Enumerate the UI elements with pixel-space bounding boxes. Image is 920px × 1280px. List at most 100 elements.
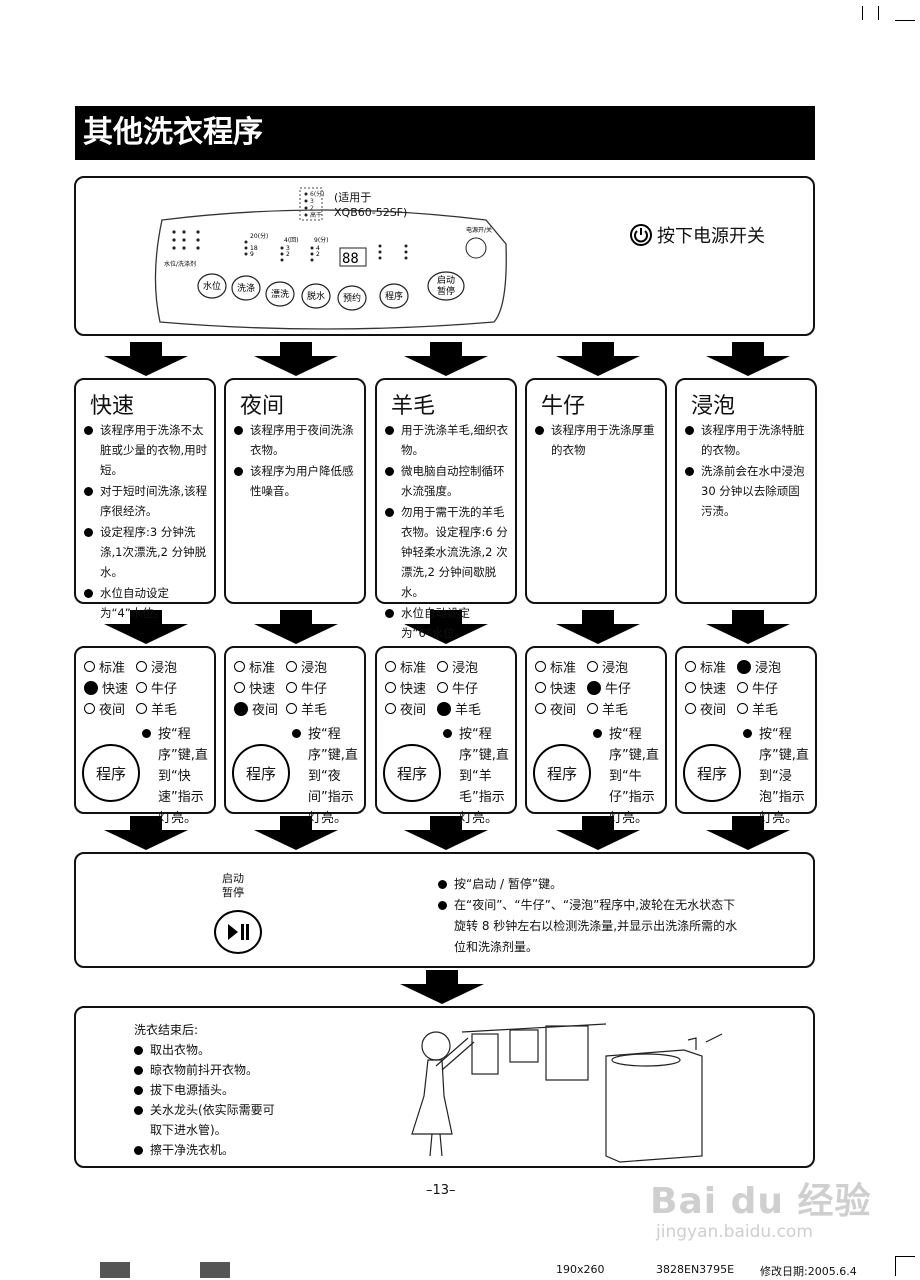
indicator-label: 牛仔 — [301, 682, 328, 697]
bullet: 洗涤前会在水中浸泡 30 分钟以去除顽固污渍。 — [701, 464, 805, 518]
svg-text:脱水: 脱水 — [307, 290, 325, 302]
indicator-light-icon — [535, 682, 546, 693]
column-wool-desc: 羊毛 用于洗涤羊毛,细织衣物。 微电脑自动控制循环水流强度。 勿用于需干洗的羊毛… — [375, 378, 517, 640]
indicator-label: 羊毛 — [301, 703, 328, 718]
indicator-light-icon — [385, 682, 396, 693]
program-indicators: 标准浸泡快速牛仔夜间羊毛 — [535, 656, 639, 719]
bullet: 用于洗涤羊毛,细织衣物。 — [401, 423, 509, 457]
bullet: 该程序用于夜间洗涤衣物。 — [250, 423, 354, 457]
bullet: 对于短时间洗涤,该程序很经济。 — [100, 484, 208, 518]
footer-size: 190x260 — [556, 1263, 605, 1276]
column-title: 浸泡 — [691, 394, 736, 419]
indicator-label: 羊毛 — [752, 703, 779, 718]
indicator-label: 羊毛 — [455, 703, 482, 718]
page-title: 其他洗衣程序 — [75, 106, 815, 160]
svg-text:电源开/关: 电源开/关 — [466, 226, 492, 234]
finish-item: 取出衣物。 — [150, 1043, 211, 1057]
indicator-light-icon — [136, 703, 147, 714]
indicator-light-icon — [84, 661, 95, 672]
indicator-label: 夜间 — [700, 703, 727, 718]
finish-item: 擦干净洗衣机。 — [150, 1143, 235, 1157]
indicator-1: 浸泡 — [136, 657, 188, 676]
program-button[interactable]: 程序 — [232, 744, 290, 802]
program-indicators: 标准浸泡快速牛仔夜间羊毛 — [385, 656, 489, 719]
program-instruction-text: 按“程序”键,直到“牛仔”指示灯亮。 — [609, 727, 659, 826]
svg-text:3: 3 — [286, 245, 290, 252]
bullet: 微电脑自动控制循环水流强度。 — [401, 464, 505, 498]
finish-item: 晾衣物前抖开衣物。 — [150, 1063, 259, 1077]
indicator-label: 快速 — [700, 682, 727, 697]
indicator-4: 夜间 — [685, 699, 737, 718]
program-button[interactable]: 程序 — [82, 744, 140, 802]
column-night-desc: 夜间 该程序用于夜间洗涤衣物。 该程序为用户降低感性噪音。 — [224, 378, 366, 604]
indicator-label: 羊毛 — [602, 703, 629, 718]
indicator-label: 牛仔 — [452, 682, 479, 697]
indicator-light-icon — [234, 661, 245, 672]
panel-display: 88 — [342, 251, 359, 267]
indicator-light-icon — [587, 703, 598, 714]
svg-text:漂洗: 漂洗 — [271, 288, 289, 300]
indicator-light-icon — [737, 703, 748, 714]
indicator-light-icon — [84, 680, 98, 695]
indicator-label: 快速 — [102, 682, 129, 697]
indicator-label: 夜间 — [99, 703, 126, 718]
indicator-0: 标准 — [234, 657, 286, 676]
svg-text:18: 18 — [250, 245, 258, 252]
indicator-light-icon — [84, 703, 95, 714]
program-button[interactable]: 程序 — [683, 744, 741, 802]
indicator-4: 夜间 — [234, 699, 286, 718]
indicator-light-icon — [286, 703, 297, 714]
bullet: 勿用于需干洗的羊毛衣物。设定程序:6 分钟轻柔水流洗涤,2 次漂洗,2 分钟间歇… — [401, 505, 508, 599]
indicator-0: 标准 — [385, 657, 437, 676]
indicator-label: 浸泡 — [452, 661, 479, 676]
program-indicators: 标准浸泡快速牛仔夜间羊毛 — [234, 656, 338, 719]
indicator-light-icon — [587, 680, 601, 695]
indicator-1: 浸泡 — [437, 657, 489, 676]
laundry-illustration — [411, 1023, 723, 1163]
svg-text:4(回): 4(回) — [284, 237, 299, 244]
column-jeans-desc: 牛仔 该程序用于洗涤厚重的衣物 — [525, 378, 667, 604]
indicator-label: 标准 — [550, 661, 577, 676]
program-instruction-text: 按“程序”键,直到“羊毛”指示灯亮。 — [459, 727, 509, 826]
finish-box: 洗衣结束后: 取出衣物。 晾衣物前抖开衣物。 拔下电源插头。 关水龙头(依实际需… — [74, 1006, 815, 1168]
indicator-2: 快速 — [84, 678, 136, 697]
program-instruction: 按“程序”键,直到“快速”指示灯亮。 — [142, 724, 212, 829]
bullet-list: 该程序用于洗涤特脏的衣物。 洗涤前会在水中浸泡 30 分钟以去除顽固污渍。 — [685, 420, 809, 522]
indicator-1: 浸泡 — [286, 657, 338, 676]
indicator-light-icon — [234, 682, 245, 693]
column-quick-desc: 快速 该程序用于洗涤不太脏或少量的衣物,用时短。 对于短时间洗涤,该程序很经济。… — [74, 378, 216, 620]
start-pause-button[interactable] — [214, 910, 262, 954]
indicator-label: 夜间 — [550, 703, 577, 718]
applicable-note-line2: XQB60-52SF) — [334, 206, 408, 219]
indicator-light-icon — [737, 659, 751, 674]
indicator-0: 标准 — [685, 657, 737, 676]
program-select-box: 标准浸泡快速牛仔夜间羊毛程序按“程序”键,直到“浸泡”指示灯亮。 — [675, 646, 817, 826]
indicator-5: 羊毛 — [136, 699, 188, 718]
indicator-2: 快速 — [234, 678, 286, 697]
bullet: 该程序用于洗涤不太脏或少量的衣物,用时短。 — [100, 423, 208, 477]
watermark-url: jingyan.baidu.com — [656, 1222, 813, 1242]
program-instruction-text: 按“程序”键,直到“夜间”指示灯亮。 — [308, 727, 358, 826]
indicator-light-icon — [535, 661, 546, 672]
program-button[interactable]: 程序 — [533, 744, 591, 802]
svg-text:9(分): 9(分) — [314, 236, 329, 244]
bullet: 该程序用于洗涤特脏的衣物。 — [701, 423, 805, 457]
indicator-label: 牛仔 — [752, 682, 779, 697]
bullet-list: 用于洗涤羊毛,细织衣物。 微电脑自动控制循环水流强度。 勿用于需干洗的羊毛衣物。… — [385, 420, 509, 644]
svg-text:水位: 水位 — [203, 280, 221, 292]
svg-text:9: 9 — [250, 251, 254, 258]
indicator-label: 快速 — [550, 682, 577, 697]
indicator-light-icon — [234, 701, 248, 716]
bullet-list: 该程序用于夜间洗涤衣物。 该程序为用户降低感性噪音。 — [234, 420, 358, 502]
play-pause-icon — [228, 924, 249, 940]
indicator-label: 标准 — [99, 661, 126, 676]
indicator-2: 快速 — [385, 678, 437, 697]
program-button[interactable]: 程序 — [383, 744, 441, 802]
program-instruction-text: 按“程序”键,直到“浸泡”指示灯亮。 — [759, 727, 809, 826]
indicator-1: 浸泡 — [587, 657, 639, 676]
indicator-light-icon — [437, 661, 448, 672]
indicator-light-icon — [685, 682, 696, 693]
indicator-3: 牛仔 — [737, 678, 789, 697]
finish-item: 关水龙头(依实际需要可取下进水管)。 — [150, 1103, 275, 1137]
